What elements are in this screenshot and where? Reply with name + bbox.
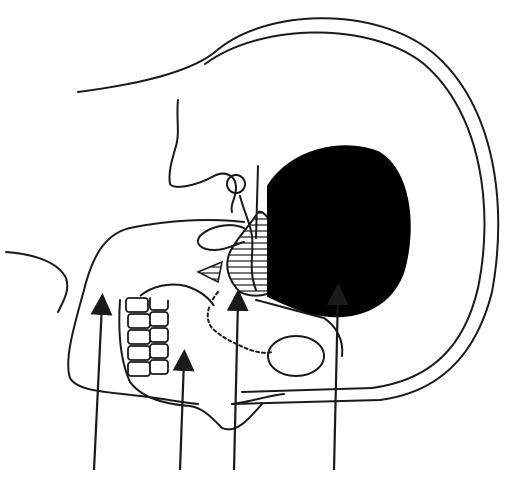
arrow-4 [334, 294, 338, 470]
face-profile [169, 100, 236, 212]
black-filled-region [268, 146, 410, 316]
arrow-1 [94, 304, 102, 470]
oval-structure [268, 336, 324, 376]
cheek-swoosh [6, 252, 67, 312]
hatched-palate-patch [198, 262, 222, 282]
arrow-2 [180, 360, 184, 470]
arrow-3 [234, 300, 238, 470]
teeth [126, 296, 168, 376]
